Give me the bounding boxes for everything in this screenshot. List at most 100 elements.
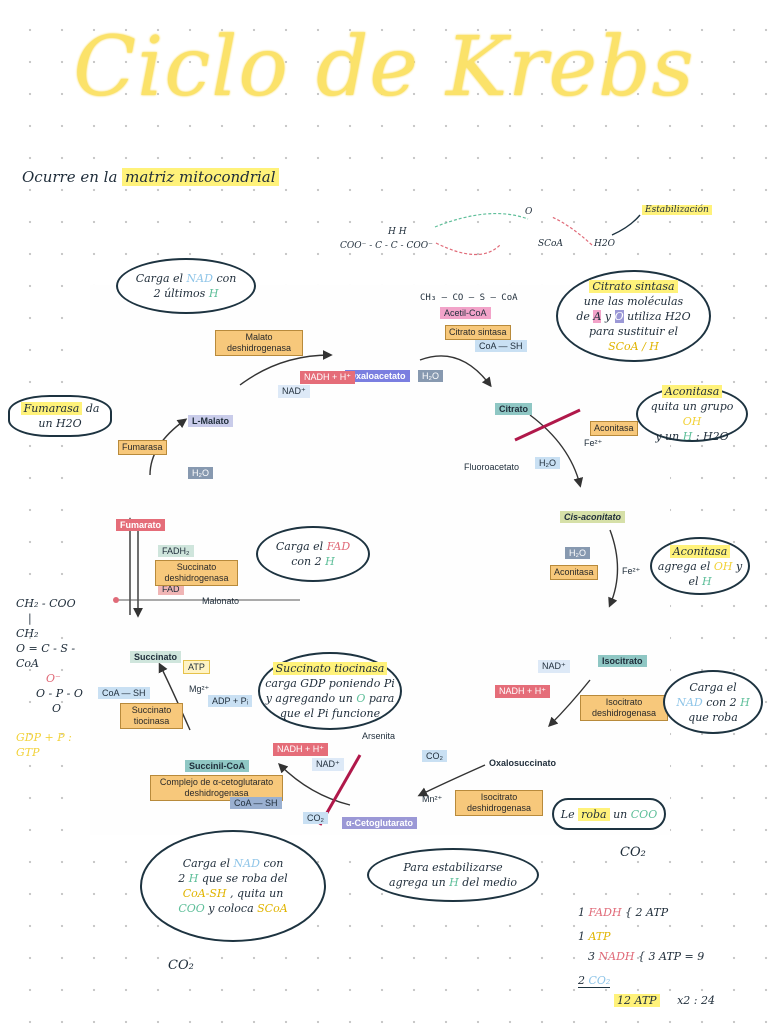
note-text: Le (560, 807, 575, 821)
complejo-enzyme: Complejo de α-cetoglutarato deshidrogena… (150, 775, 283, 801)
subtitle: Ocurre en la matriz mitocondrial (22, 168, 279, 186)
tally-fadh: 1 FADH { 2 ATP (578, 906, 669, 919)
stab-h-marks: H H (388, 227, 407, 237)
note-text: , quita un (230, 887, 284, 900)
nadh-akg: NADH + H⁺ (273, 743, 329, 756)
tally-total-value: 12 ATP (614, 994, 660, 1007)
note-text: A (593, 309, 602, 323)
note-citrato-sintasa: Citrato sintasa une las moléculas de A y… (556, 270, 711, 362)
succinato-label: Succinato (130, 651, 182, 663)
note-aconitasa-2: Aconitasa agrega el OH y el H (650, 537, 750, 595)
note-text: NAD (233, 857, 260, 870)
note-text: H (682, 430, 693, 443)
note-text: y (735, 559, 743, 573)
note-succinato-tiocinasa: Succinato tiocinasa carga GDP poniendo P… (258, 652, 402, 730)
tally-n: 1 (578, 930, 585, 943)
oxaloacetato-label: Oxaloacetato (345, 370, 410, 382)
note-text: SCoA (257, 902, 288, 915)
nad-akg: NAD⁺ (312, 758, 344, 771)
note-estabilizarse: Para estabilizarse agrega un H del medio (367, 848, 539, 902)
note-text: COO (178, 902, 205, 915)
adp-pi: ADP + Pᵢ (208, 695, 253, 707)
oxalosuccinato-label: Oxalosuccinato (489, 758, 557, 768)
note-text: Carga el (689, 680, 737, 694)
isocitrato-dh-1: Isocitrato deshidrogenasa (580, 695, 668, 721)
stab-acetyl: SCoA (538, 239, 563, 249)
note-text: Succinato tiocinasa (272, 662, 388, 675)
note-text: H (188, 872, 199, 885)
nad-mal: NAD⁺ (278, 385, 310, 398)
stabilization-sketch: COO⁻ - C - C - COO⁻ H H SCoA H2O O Estab… (340, 205, 760, 275)
note-text: SCoA / H (608, 339, 659, 353)
formula-line: O⁻ (46, 672, 61, 685)
h2o-cis: H₂O (535, 457, 560, 469)
tally-name: CO₂ (588, 974, 611, 987)
stab-o: O (525, 207, 533, 217)
note-text: que el Pi funcione (279, 707, 381, 720)
note-text: un H2O (38, 417, 82, 430)
note-roba-coo: Le roba un COO (552, 798, 666, 830)
tally-mult: x2 : 24 (677, 994, 715, 1007)
note-nad-malato: Carga el NAD con 2 últimos H (116, 258, 256, 314)
aconitasa-enzyme-2: Aconitasa (550, 565, 598, 580)
succinato-tiocinasa-enzyme: Succinato tiocinasa (120, 703, 183, 729)
note-text: para (368, 692, 395, 705)
mg2: Mg²⁺ (189, 684, 210, 694)
h2o-fum: H₂O (188, 467, 213, 479)
note-text: O (614, 309, 624, 323)
note-text: para sustituir el (588, 324, 678, 338)
note-text: con 2 (706, 695, 737, 709)
page-title: Ciclo de Krebs (73, 20, 695, 115)
note-text: 2 últimos (153, 287, 206, 300)
tally-atp-row: 1 ATP (578, 930, 611, 943)
subtitle-prefix: Ocurre en la (22, 168, 118, 186)
note-text: Para estabilizarse (403, 861, 503, 874)
formula-line: CH₂ (16, 627, 39, 640)
fadh2-chip: FADH₂ (158, 545, 194, 557)
note-text: NAD (676, 695, 703, 709)
note-text: Aconitasa (669, 544, 731, 558)
note-text: OH (682, 415, 702, 428)
note-text: FAD (326, 540, 351, 553)
tally-atp: 2 ATP (635, 906, 669, 919)
note-text: del medio (462, 876, 517, 889)
note-text: y agregando un (265, 692, 353, 705)
note-text: con (263, 857, 284, 870)
note-text: el (688, 574, 699, 588)
note-text: y (604, 309, 612, 323)
co2-right: CO₂ (620, 845, 646, 860)
note-text: carga GDP poniendo Pi (265, 677, 395, 690)
succinato-dh-enzyme: Succinato deshidrogenasa (155, 560, 238, 586)
stab-arrows (434, 212, 641, 256)
fad-chip: FAD (158, 583, 184, 595)
note-text: Citrato sintasa (589, 279, 678, 293)
nad-iso: NAD⁺ (538, 660, 570, 673)
co2-akg: CO₂ (303, 812, 328, 824)
note-aconitasa-1: Aconitasa quita un grupo OH y un H : H2O (636, 385, 748, 443)
coa-sh-akg: CoA — SH (230, 797, 282, 809)
malonato-label: Malonato (202, 596, 240, 606)
acetil-coa-label: Acetil-CoA (440, 307, 491, 319)
nadh-mal: NADH + H⁺ (300, 371, 356, 384)
note-text: H (740, 695, 750, 709)
note-text: y un (655, 430, 680, 443)
tally-name: ATP (588, 930, 611, 943)
arsenita-label: Arsenita (362, 731, 396, 741)
note-text: Carga el (275, 540, 324, 553)
note-text: COO (630, 807, 658, 821)
atp-chip: ATP (183, 660, 210, 674)
note-text: Fumarasa (20, 402, 83, 415)
tally-name: FADH (588, 906, 622, 919)
malato-dh-enzyme: Malato deshidrogenasa (215, 330, 303, 356)
note-text: con 2 (291, 555, 322, 568)
tally-name: NADH (598, 950, 635, 963)
note-text: de (576, 309, 590, 323)
note-text: roba (578, 807, 610, 821)
fumarato-label: Fumarato (116, 519, 166, 531)
note-text: que se roba del (201, 872, 288, 885)
citrato-sintasa-enzyme: Citrato sintasa (445, 325, 511, 340)
subtitle-highlight: matriz mitocondrial (122, 168, 279, 186)
note-text: H (449, 876, 459, 889)
note-text: y coloca (208, 902, 254, 915)
gdp-line: GDP + P : GTP (16, 731, 72, 759)
